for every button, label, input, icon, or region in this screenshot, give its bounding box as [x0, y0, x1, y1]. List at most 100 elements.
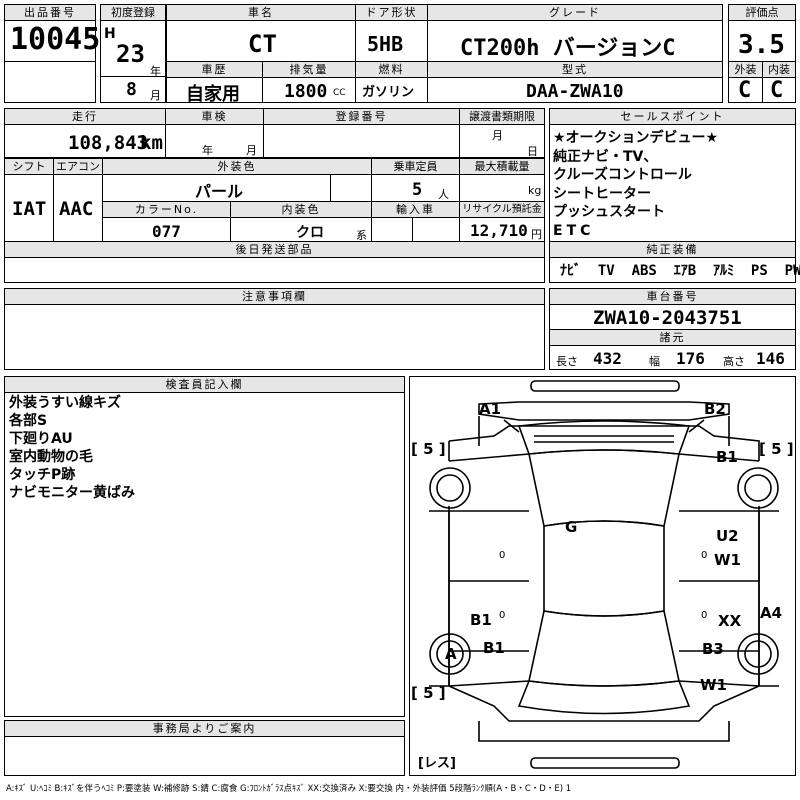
km-unit: km — [140, 132, 163, 154]
specs-header: 諸元 — [550, 330, 795, 346]
spare-tire-value: レス — [423, 756, 450, 771]
ext-color-header: 外装色 — [103, 159, 371, 175]
displacement-header: 排気量 — [263, 62, 355, 78]
damage-mark-g: G — [565, 518, 578, 536]
length-label: 長さ — [556, 355, 578, 368]
damage-mark-b3: B3 — [702, 640, 724, 658]
sales-points-list: ★オークションデビュー★ 純正ナビ・TV、 クルーズコントロール シートヒーター… — [553, 129, 718, 240]
height: 146 — [756, 349, 785, 368]
first-reg-cell — [100, 4, 166, 103]
inspector-note: 各部S — [9, 413, 48, 429]
recycle-fee: 12,710 — [470, 221, 528, 240]
fuel-header: 燃料 — [356, 62, 427, 78]
import-header: 輸入車 — [372, 202, 459, 218]
equipment-header: 純正装備 — [550, 242, 795, 258]
shift: IAT — [12, 198, 47, 220]
ext-score-header: 外装 — [729, 62, 762, 78]
score: 3.5 — [738, 30, 785, 60]
inspector-note: 室内動物の毛 — [9, 449, 93, 465]
tire-bl: [ 5 ] — [411, 684, 446, 702]
ext-score: C — [738, 78, 752, 103]
history-header: 車歴 — [167, 62, 262, 78]
door-type: 5HB — [367, 32, 404, 56]
int-score-cell — [762, 61, 796, 103]
transfer-month: 月 — [492, 129, 503, 142]
inspector-note: 下廻りAU — [9, 431, 73, 447]
transfer-header: 譲渡書類期限 — [460, 109, 544, 125]
later-parts-cell — [4, 241, 545, 283]
equip-item: ﾅﾋﾞ — [560, 263, 581, 279]
office-cell — [4, 720, 405, 776]
int-color: クロ — [296, 225, 324, 241]
inspector-note: タッチP跡 — [9, 467, 76, 483]
cc-unit: CC — [333, 88, 346, 98]
inspection-month: 月 — [246, 144, 257, 157]
capacity: 5 — [412, 180, 423, 200]
inspector-notes: 外装うすい線キズ 各部S 下廻りAU 室内動物の毛 タッチP跡 ナビモニター黄ば… — [9, 394, 135, 502]
inspector-header: 検査員記入欄 — [5, 377, 404, 393]
damage-mark-w1-bottom: W1 — [700, 676, 727, 694]
car-diagram-frame — [409, 376, 796, 776]
door-header: ドア形状 — [356, 5, 427, 21]
fuel: ガソリン — [362, 85, 415, 100]
sales-point: ★オークションデビュー★ — [553, 130, 719, 146]
lot-number: 10045 — [10, 22, 101, 57]
damage-mark-b1-right: B1 — [716, 448, 738, 466]
reg-number-header: 登録番号 — [264, 109, 459, 125]
height-label: 高さ — [723, 355, 745, 368]
int-color-unit: 系 — [356, 229, 367, 242]
tread-bl: 0 — [499, 610, 506, 621]
damage-mark-b1-left: B1 — [470, 611, 492, 629]
equipment-cell — [549, 241, 796, 283]
mileage-header: 走行 — [5, 109, 165, 125]
sales-point: クルーズコントロール — [553, 167, 692, 183]
spare-tire: [レス] — [418, 756, 456, 771]
later-parts-header: 後日発送部品 — [5, 242, 544, 258]
chassis-number: ZWA10-2043751 — [593, 307, 742, 329]
sales-point: ETC — [553, 222, 595, 239]
tire-tr: [ 5 ] — [759, 440, 794, 458]
capacity-unit: 人 — [438, 188, 449, 201]
grade-header: グレード — [428, 5, 722, 21]
transfer-cell — [459, 108, 545, 158]
tread-right: 0 — [701, 550, 708, 561]
transfer-day: 日 — [527, 145, 538, 158]
car-diagram — [429, 380, 779, 769]
int-score-header: 内装 — [763, 62, 795, 78]
score-header: 評価点 — [729, 5, 795, 21]
length: 432 — [593, 349, 622, 368]
reg-year: 23 — [116, 40, 145, 68]
tire-bl-close: ] — [438, 684, 446, 702]
capacity-header: 乗車定員 — [372, 159, 459, 175]
history: 自家用 — [186, 84, 240, 105]
month-unit: 月 — [150, 89, 161, 102]
inspector-note: ナビモニター黄ばみ — [9, 485, 135, 501]
tire-bl-value: 5 — [423, 684, 434, 702]
int-score: C — [770, 78, 784, 103]
equip-item: PS — [750, 263, 768, 279]
equip-item: PW — [784, 263, 800, 279]
equip-item: ABS — [631, 263, 657, 279]
tread-br: 0 — [701, 610, 708, 621]
damage-mark-a-wheel: A — [445, 645, 457, 663]
first-reg-header: 初度登録 — [101, 5, 165, 21]
sales-points-header: セールスポイント — [550, 109, 795, 125]
sales-point: プッシュスタート — [553, 204, 665, 220]
aircon-header: エアコン — [54, 159, 102, 175]
shift-header: シフト — [5, 159, 53, 175]
tire-tr-value: 5 — [771, 440, 782, 458]
tire-bl-open: [ — [411, 684, 418, 702]
damage-mark-a4: A4 — [760, 604, 783, 622]
mileage: 108,843 — [68, 132, 149, 154]
car-name: CT — [248, 30, 277, 58]
recycle-header: リサイクル預託金 — [460, 202, 544, 218]
chassis-header: 車台番号 — [550, 289, 795, 305]
damage-mark-w1-right: W1 — [714, 551, 741, 569]
model-header: 型式 — [428, 62, 722, 78]
color-no-header: カラーNo. — [103, 202, 230, 218]
era-letter: H — [104, 26, 116, 42]
legend-footer: A:ｷｽﾞ U:ﾍｺﾐ B:ｷｽﾞを伴うﾍｺﾐ P:要塗装 W:補修跡 S:錆 … — [6, 784, 572, 794]
equipment-list: ﾅﾋﾞ TV ABS ｴｱB ｱﾙﾐ PS PW — [560, 260, 800, 280]
office-header: 事務局よりご案内 — [5, 721, 404, 737]
model-cell — [427, 61, 723, 103]
